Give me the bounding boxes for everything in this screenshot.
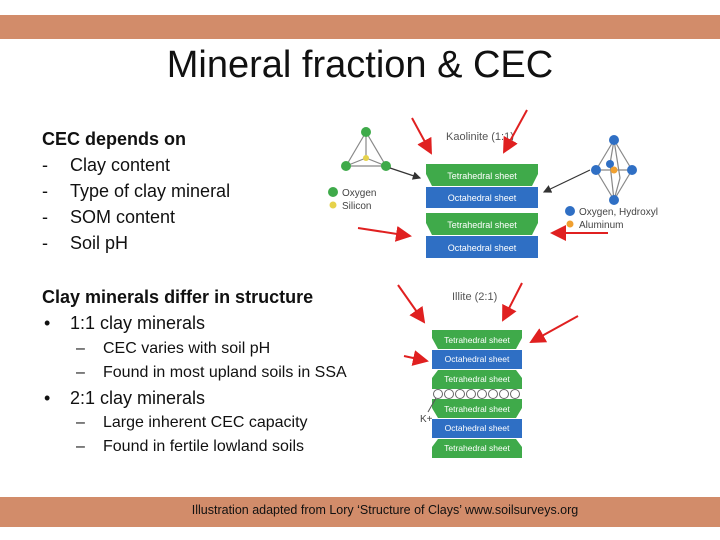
legend-left: Oxygen Silicon	[328, 187, 376, 212]
dash-bullet: -	[42, 233, 48, 253]
clay-type-2-sub-1: Large inherent CEC capacity	[103, 414, 308, 431]
tetrahedral-sheet	[426, 213, 538, 235]
illite-title: Illite (2:1)	[452, 291, 497, 303]
red-arrow-icon	[529, 315, 579, 343]
dash-bullet: -	[42, 181, 48, 201]
red-arrow-icon	[357, 225, 412, 242]
illustration-credit: Illustration adapted from Lory ‘Structur…	[191, 503, 579, 517]
kaolinite-title: Kaolinite (1:1)	[446, 131, 514, 143]
bullet-icon: •	[44, 313, 51, 333]
sheet-label: Tetrahedral sheet	[447, 171, 517, 181]
sheet-label: Octahedral sheet	[445, 354, 510, 364]
slide-title: Mineral fraction & CEC	[166, 44, 554, 86]
red-arrow-icon	[503, 109, 528, 154]
svg-text:Aluminum: Aluminum	[579, 220, 623, 231]
octahedral-sheet	[426, 187, 538, 208]
clay-type-1-label: 1:1 clay minerals	[70, 313, 206, 333]
sub-dash: –	[76, 340, 85, 357]
silicon-dot-icon	[329, 201, 337, 209]
octahedron-model	[591, 135, 637, 205]
sheet-label: Octahedral sheet	[448, 243, 517, 253]
oxygen-hydroxyl-dot-icon	[565, 206, 575, 216]
svg-text:Oxygen: Oxygen	[342, 188, 376, 199]
potassium-ion-label: K+	[420, 414, 433, 425]
octahedral-sheet	[426, 236, 538, 258]
octahedral-sheet	[432, 419, 522, 438]
illite-sheet-stack: Tetrahedral sheet Octahedral sheet Tetra…	[432, 330, 522, 458]
red-arrows	[357, 109, 608, 366]
dash-bullet: -	[42, 155, 48, 175]
svg-text:Oxygen, Hydroxyl: Oxygen, Hydroxyl	[579, 207, 658, 218]
cec-heading: CEC depends on	[42, 129, 187, 149]
top-accent-bar	[0, 15, 720, 39]
sub-dash: –	[76, 414, 85, 431]
legend-right: Oxygen, Hydroxyl Aluminum	[565, 206, 658, 231]
sheet-label: Tetrahedral sheet	[447, 220, 517, 230]
tetrahedral-sheet	[432, 399, 522, 418]
oxygen-dot-icon	[328, 187, 338, 197]
sheet-label: Tetrahedral sheet	[444, 335, 510, 345]
clay-type-2-sub-2: Found in fertile lowland soils	[103, 438, 304, 455]
sheet-label: Tetrahedral sheet	[444, 404, 510, 414]
tetrahedral-sheet	[432, 439, 522, 458]
kaolinite-sheet-stack: Tetrahedral sheet Octahedral sheet Tetra…	[426, 164, 538, 258]
tetrahedron-model	[341, 127, 391, 171]
tetrahedral-sheet	[426, 164, 538, 186]
sheet-label: Octahedral sheet	[448, 193, 517, 203]
tetrahedral-sheet	[432, 370, 522, 389]
svg-text:Silicon: Silicon	[342, 201, 371, 212]
clay-type-1-sub-2: Found in most upland soils in SSA	[103, 364, 347, 381]
sub-dash: –	[76, 438, 85, 455]
bullet-icon: •	[44, 388, 51, 408]
tetrahedral-sheet	[432, 330, 522, 349]
red-arrow-icon	[403, 350, 429, 366]
interlayer-ions	[433, 389, 520, 399]
bottom-accent-bar	[0, 497, 720, 527]
clay-type-2-label: 2:1 clay minerals	[70, 388, 206, 408]
octahedral-sheet	[432, 350, 522, 369]
aluminum-dot-icon	[566, 220, 574, 228]
red-arrow-icon	[502, 282, 523, 322]
sheet-label: Tetrahedral sheet	[444, 374, 510, 384]
clay-heading: Clay minerals differ in structure	[42, 287, 314, 307]
sheet-label: Octahedral sheet	[445, 423, 510, 433]
sheet-label: Tetrahedral sheet	[444, 443, 510, 453]
clay-type-1-sub-1: CEC varies with soil pH	[103, 340, 271, 357]
red-arrow-icon	[411, 117, 432, 155]
red-arrow-icon	[397, 284, 426, 324]
dash-bullet: -	[42, 207, 48, 227]
sub-dash: –	[76, 364, 85, 381]
